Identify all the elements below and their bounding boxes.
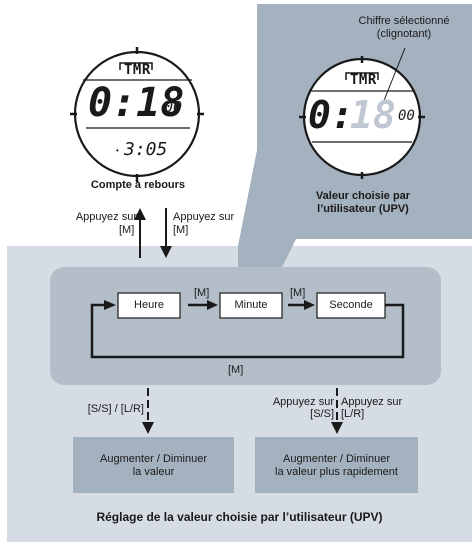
right-key-b-line-1: Appuyez sur: [341, 396, 403, 408]
callout-line-1: Chiffre sélectionné: [358, 15, 450, 27]
action-box-left: [73, 437, 234, 493]
key-m-2: [M]: [290, 287, 306, 299]
action-box-right: [255, 437, 418, 493]
left-action-key: [S/S] / [L/R]: [87, 403, 144, 415]
key-m-1: [M]: [194, 287, 210, 299]
transition-up-line-2: [M]: [119, 224, 135, 236]
right-box-line-2: la valeur plus rapidement: [275, 466, 398, 478]
upv-caption-line-1: Valeur choisie par: [315, 190, 411, 202]
left-box-line-1: Augmenter / Diminuer: [100, 453, 207, 465]
countdown-seconds: 00: [164, 98, 183, 116]
upv-caption-line-2: l’utilisateur (UPV): [317, 203, 409, 215]
countdown-sub-time: 3:05: [124, 139, 168, 160]
upv-flashing-digits: 18: [350, 93, 396, 137]
right-key-b-line-2: [L/R]: [341, 408, 365, 420]
right-key-a-line-2: [S/S]: [310, 408, 334, 420]
upv-static-digits: 0:: [308, 93, 354, 137]
countdown-caption: Compte à rebours: [90, 179, 186, 191]
upv-seconds: 00: [398, 108, 415, 124]
transition-down-line-2: [M]: [173, 224, 189, 236]
right-box-line-1: Augmenter / Diminuer: [283, 453, 390, 465]
box-seconde: Seconde: [329, 299, 373, 311]
section-title: Réglage de la valeur choisie par l’utili…: [96, 510, 383, 524]
box-heure: Heure: [134, 299, 164, 311]
transition-arrows: [134, 208, 172, 258]
action-arrows: [142, 388, 343, 434]
callout-line-2: (clignotant): [376, 28, 432, 40]
right-key-a-line-1: Appuyez sur: [272, 396, 334, 408]
box-minute: Minute: [234, 299, 268, 311]
transition-up-line-1: Appuyez sur: [75, 211, 137, 223]
transition-down-line-1: Appuyez sur: [173, 211, 235, 223]
cycle-panel: [50, 267, 441, 385]
mode-label-upv: TMR: [350, 72, 377, 88]
countdown-main-digits: 0:18: [88, 80, 185, 126]
mode-label-countdown: TMR: [124, 62, 151, 78]
watch-upv: [299, 47, 425, 179]
cycle-flow: [90, 292, 405, 359]
sub-time-dot: •: [116, 146, 119, 155]
watch-countdown: [70, 47, 204, 182]
key-m-loop: [M]: [228, 364, 244, 376]
left-box-line-2: la valeur: [132, 466, 175, 478]
